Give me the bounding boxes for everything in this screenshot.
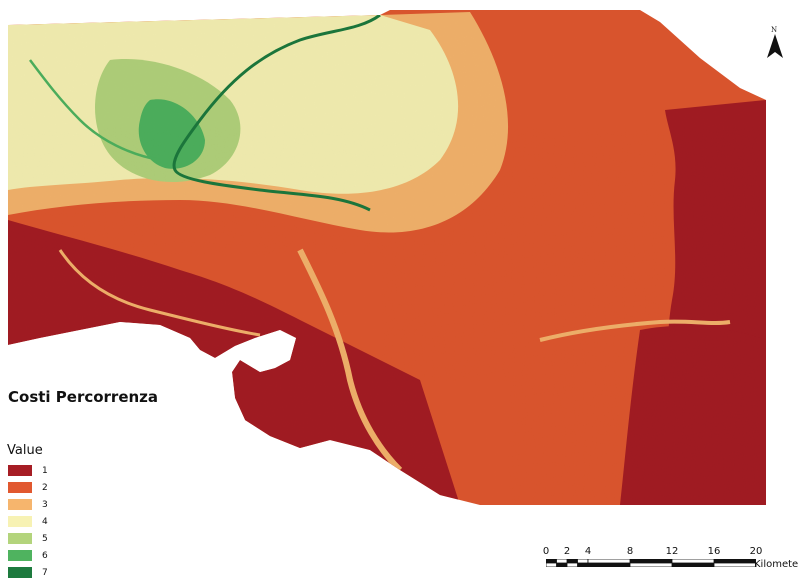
north-arrow-label: N (771, 26, 778, 34)
legend: 1 2 3 4 5 6 7 (8, 462, 48, 581)
legend-swatch (8, 516, 32, 527)
legend-item: 5 (8, 530, 48, 547)
legend-swatch (8, 499, 32, 510)
scale-tick-label: 0 (542, 546, 550, 557)
legend-item: 1 (8, 462, 48, 479)
legend-label: 5 (42, 533, 48, 544)
raster-layer (8, 10, 766, 505)
scale-tick-label: 4 (584, 546, 592, 557)
scale-tick-label: 20 (749, 546, 763, 557)
legend-label: 3 (42, 499, 48, 510)
legend-item: 3 (8, 496, 48, 513)
scale-tick-label: 12 (665, 546, 679, 557)
scale-tick-label: 2 (563, 546, 571, 557)
legend-swatch (8, 465, 32, 476)
legend-item: 7 (8, 564, 48, 581)
legend-heading: Value (7, 443, 43, 458)
legend-item: 2 (8, 479, 48, 496)
gulf-water (8, 322, 296, 440)
legend-swatch (8, 533, 32, 544)
scale-bar-segments (546, 559, 757, 567)
scale-unit: Kilometer (754, 559, 799, 570)
north-arrow-icon (767, 34, 783, 58)
scale-bar: 0 2 4 8 12 16 20 Kilometer (540, 546, 799, 570)
legend-swatch (8, 482, 32, 493)
scale-tick-label: 8 (626, 546, 634, 557)
legend-label: 1 (42, 465, 48, 476)
legend-label: 4 (42, 516, 48, 527)
legend-label: 6 (42, 550, 48, 561)
legend-swatch (8, 550, 32, 561)
legend-item: 6 (8, 547, 48, 564)
legend-item: 4 (8, 513, 48, 530)
map-canvas (8, 10, 766, 505)
legend-label: 2 (42, 482, 48, 493)
map-title: Costi Percorrenza (8, 388, 159, 406)
legend-label: 7 (42, 567, 48, 578)
scale-tick-label: 16 (707, 546, 721, 557)
